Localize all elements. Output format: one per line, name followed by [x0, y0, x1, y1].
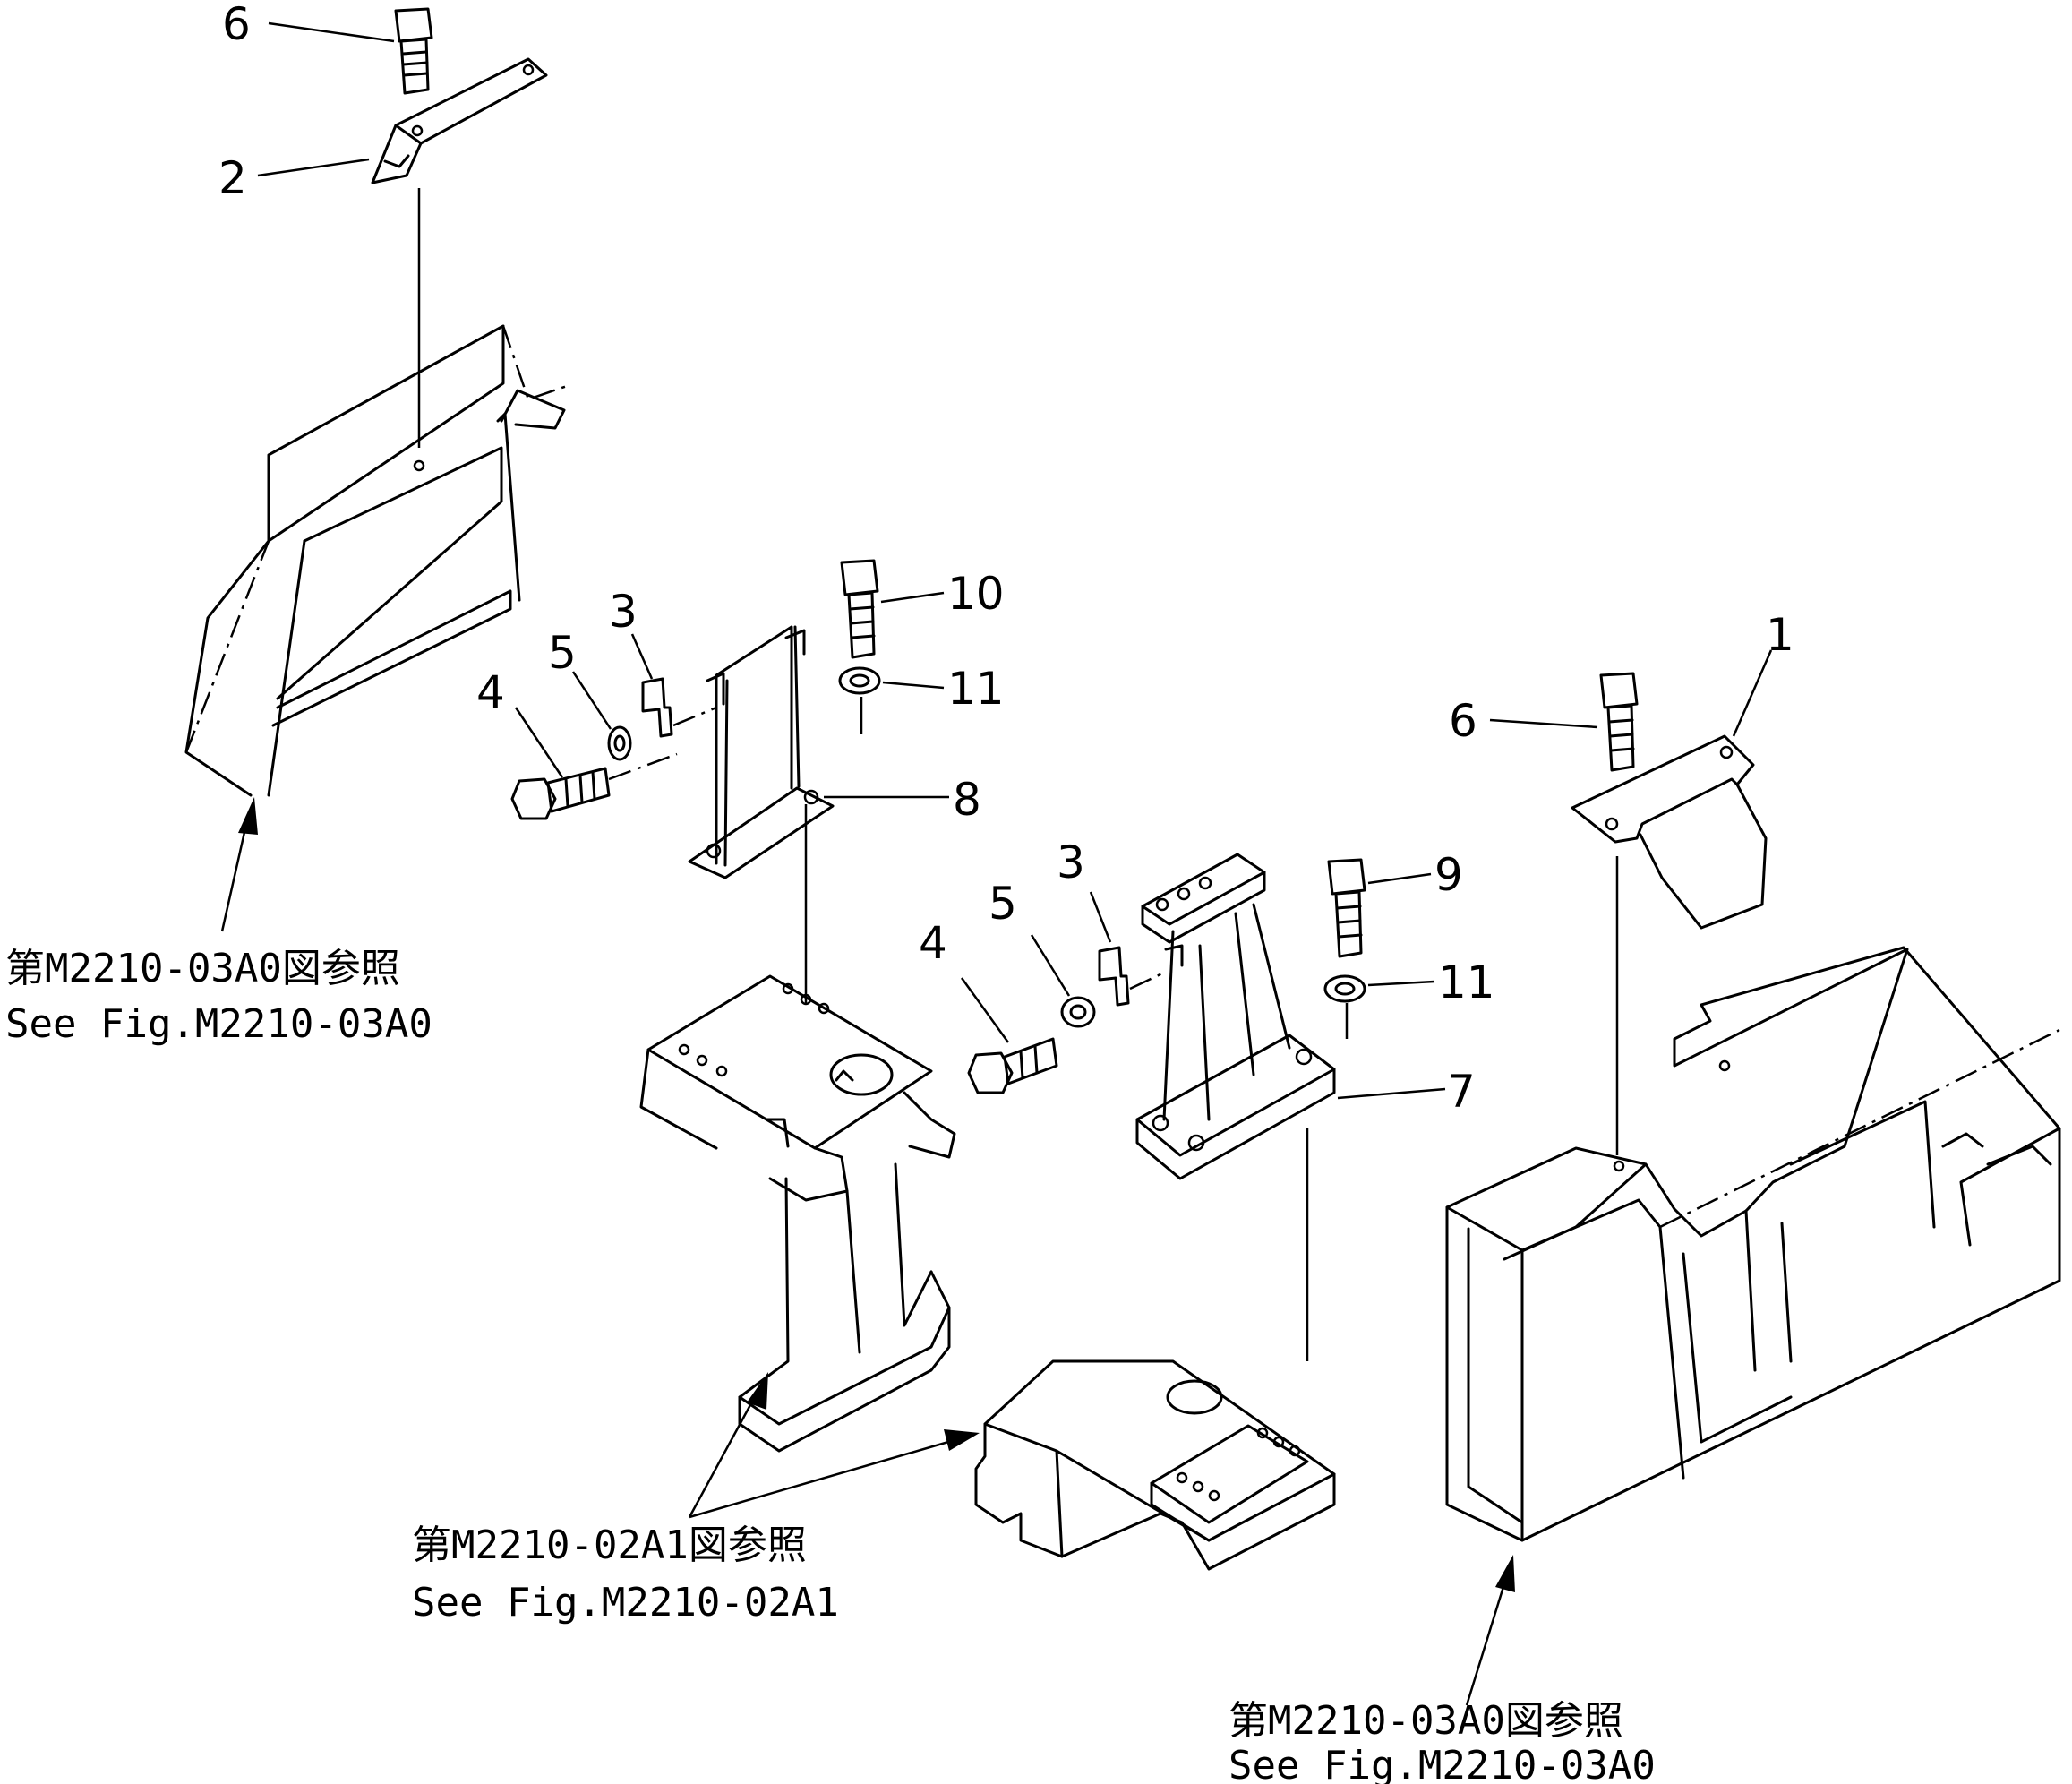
right-cover — [1445, 946, 2061, 1542]
plate-2 — [371, 57, 548, 184]
washer-11-lower — [1323, 974, 1366, 1003]
clip-3-lower — [1098, 946, 1130, 1007]
reference-left-jp: 第M2210-03A0図参照 — [5, 946, 400, 991]
plate-1 — [1571, 734, 1768, 930]
reference-arrows — [220, 797, 1515, 1706]
callout-4-lower: 4 — [919, 917, 947, 969]
callout-6-right: 6 — [1449, 695, 1477, 747]
bracket-8 — [688, 625, 835, 879]
reference-center-jp: 第M2210-02A1図参照 — [412, 1522, 807, 1568]
reference-right-jp: 第M2210-03A0図参照 — [1229, 1698, 1623, 1744]
reference-center: 第M2210-02A1図参照 See Fig.M2210-02A1 — [412, 1522, 839, 1625]
callout-6-top: 6 — [222, 0, 251, 50]
callout-1: 1 — [1766, 609, 1794, 661]
callout-4-upper: 4 — [476, 666, 505, 718]
callout-8: 8 — [953, 774, 981, 826]
bolt-9 — [1327, 858, 1366, 958]
frame-upper — [639, 974, 956, 1453]
callout-2: 2 — [218, 152, 247, 204]
callout-11-upper: 11 — [947, 663, 1005, 715]
callout-5-lower: 5 — [989, 878, 1017, 930]
reference-right: 第M2210-03A0図参照 See Fig.M2210-03A0 — [1229, 1698, 1656, 1784]
bracket-7 — [1135, 853, 1336, 1180]
bolt-4-lower — [967, 1037, 1058, 1094]
bolt-6-right — [1599, 672, 1639, 772]
bolt-6-top — [394, 7, 433, 95]
callout-5-upper: 5 — [548, 627, 577, 679]
frame-lower — [974, 1359, 1336, 1571]
bolt-4-upper — [510, 767, 611, 820]
callout-11-lower: 11 — [1438, 956, 1495, 1008]
washer-11-upper — [838, 666, 881, 695]
callout-9: 9 — [1434, 849, 1463, 901]
callout-labels: 6 2 3 5 4 10 11 8 3 5 4 9 11 7 1 6 — [218, 0, 1794, 1118]
callout-3-lower: 3 — [1057, 836, 1085, 888]
washer-5-lower — [1060, 996, 1096, 1028]
reference-right-en: See Fig.M2210-03A0 — [1229, 1743, 1656, 1784]
reference-center-en: See Fig.M2210-02A1 — [412, 1580, 839, 1625]
callout-3-upper: 3 — [609, 586, 638, 638]
bolt-10 — [840, 559, 879, 659]
callout-10: 10 — [947, 568, 1005, 620]
callout-7: 7 — [1447, 1066, 1476, 1118]
callout-leaders — [257, 21, 1773, 1100]
reference-left: 第M2210-03A0図参照 See Fig.M2210-03A0 — [5, 946, 432, 1047]
washer-5-upper — [607, 725, 632, 761]
left-cover — [184, 324, 570, 797]
clip-3-upper — [641, 677, 673, 738]
reference-left-en: See Fig.M2210-03A0 — [5, 1001, 432, 1047]
